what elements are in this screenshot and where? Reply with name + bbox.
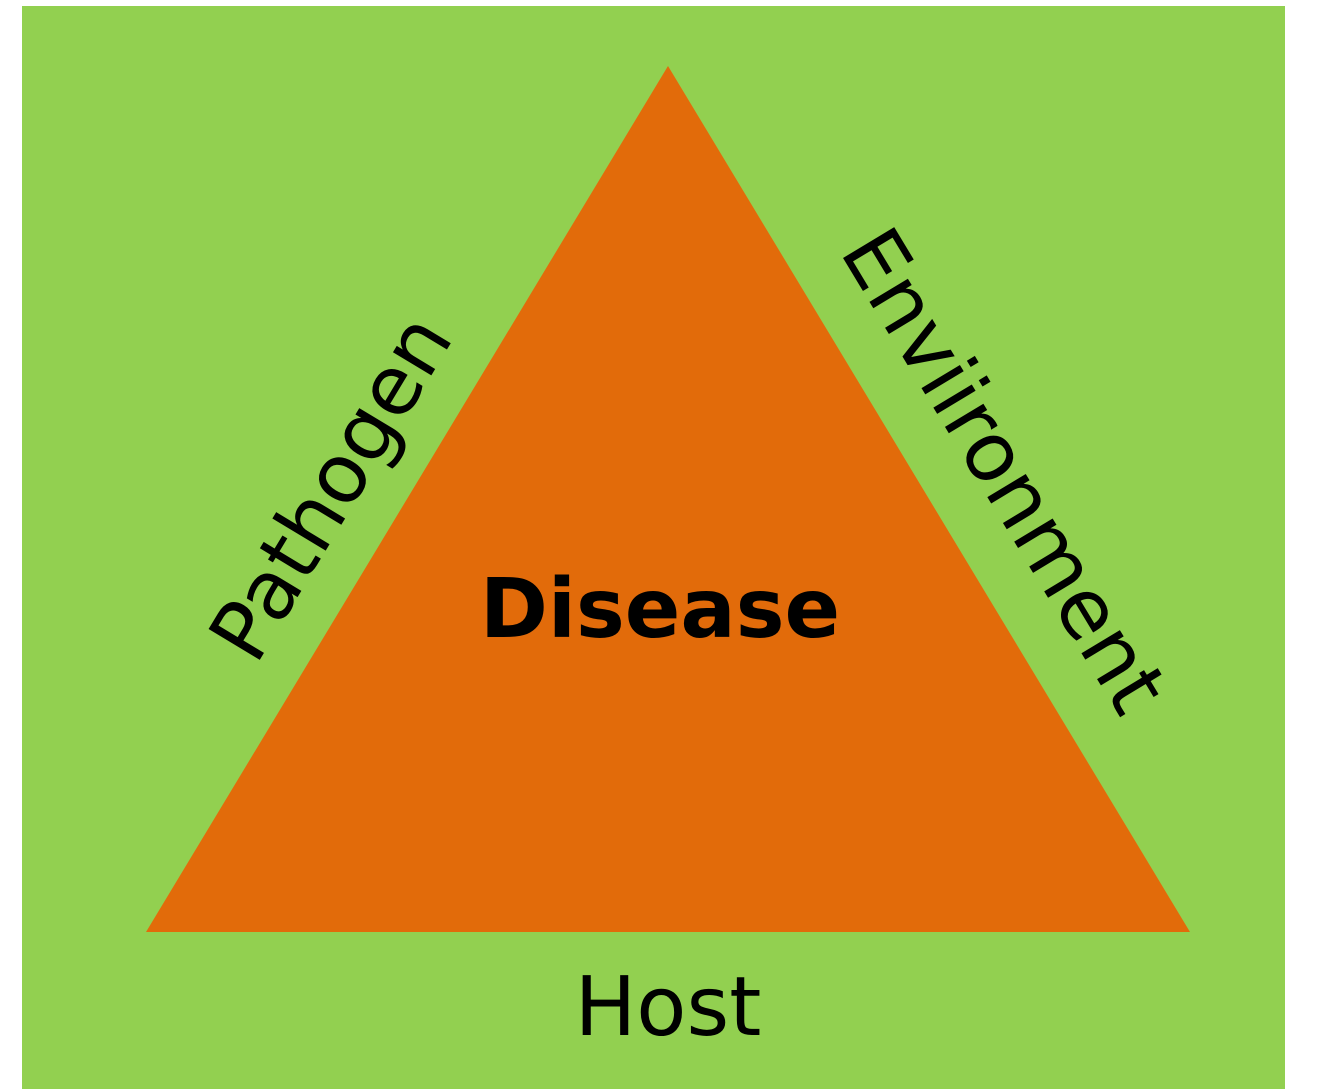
disease-triangle <box>146 66 1190 932</box>
center-label: Disease <box>480 562 840 657</box>
bottom-label: Host <box>575 960 762 1055</box>
